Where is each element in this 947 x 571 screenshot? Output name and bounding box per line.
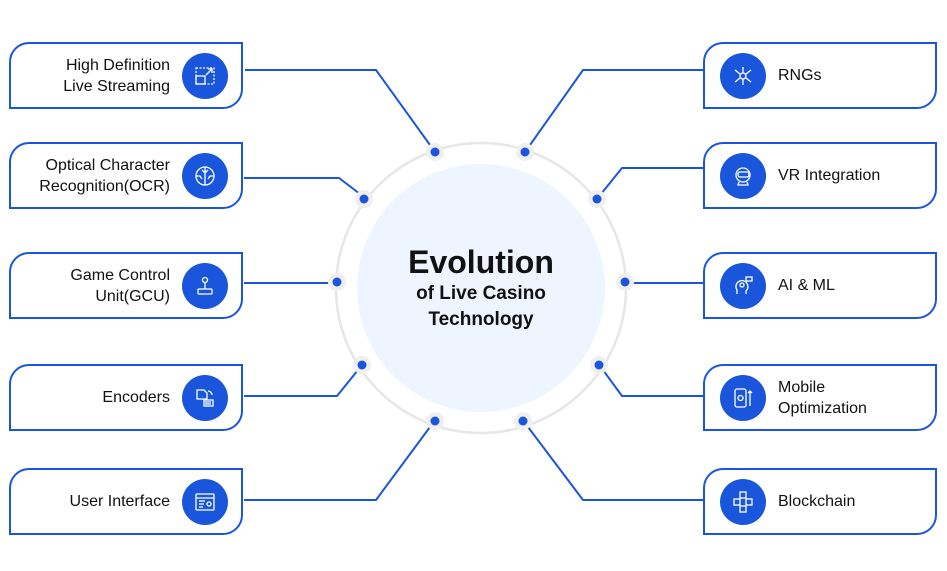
ocr-scan-icon — [182, 152, 228, 199]
center-heading: Evolution — [408, 244, 554, 280]
mobile-gear-icon — [720, 374, 766, 421]
node-hd-live-streaming: High Definition Live Streaming — [9, 42, 243, 109]
node-label: Mobile Optimization — [778, 378, 867, 417]
node-gcu: Game Control Unit(GCU) — [9, 252, 243, 319]
node-blockchain: Blockchain — [703, 468, 937, 535]
ring-node-dot — [620, 277, 630, 287]
connector-right-1 — [529, 69, 703, 146]
user-interface-icon — [182, 478, 228, 525]
connector-right-5 — [527, 426, 703, 501]
node-label: AI & ML — [778, 277, 835, 294]
ring-node-dot — [359, 194, 369, 204]
ring-node-dot — [430, 147, 440, 157]
node-label: High Definition Live Streaming — [63, 56, 170, 95]
ai-brain-icon — [720, 262, 766, 309]
node-mobile-optimization: Mobile Optimization — [703, 364, 937, 431]
connector-left-2 — [244, 177, 361, 195]
vr-headset-icon — [720, 152, 766, 199]
encoder-icon — [182, 374, 228, 421]
node-label: VR Integration — [778, 167, 881, 184]
ring-node-dot — [592, 194, 602, 204]
node-label: Encoders — [102, 389, 170, 406]
rng-network-icon — [720, 52, 766, 99]
connector-left-1 — [245, 69, 431, 146]
node-ai-ml: AI & ML — [703, 252, 937, 319]
node-label: Blockchain — [778, 493, 856, 510]
ring-node-dot — [594, 360, 604, 370]
streaming-screen-icon — [182, 52, 228, 99]
ring-node-dot — [430, 416, 440, 426]
connector-left-4 — [244, 369, 359, 397]
node-vr-integration: VR Integration — [703, 142, 937, 209]
node-ocr: Optical Character Recognition(OCR) — [9, 142, 243, 209]
connector-left-5 — [244, 426, 431, 501]
node-label: RNGs — [778, 67, 822, 84]
joystick-icon — [182, 262, 228, 309]
connector-right-2 — [600, 167, 703, 195]
node-label: Game Control Unit(GCU) — [70, 266, 170, 305]
center-subtitle-2: Technology — [428, 309, 534, 330]
node-rngs: RNGs — [703, 42, 937, 109]
center-title: Evolution of Live Casino Technology — [357, 164, 605, 412]
node-encoders: Encoders — [9, 364, 243, 431]
center-subtitle-1: of Live Casino — [416, 283, 546, 304]
ring-node-dot — [518, 416, 528, 426]
node-label: Optical Character Recognition(OCR) — [39, 156, 170, 195]
node-label: User Interface — [69, 493, 170, 510]
ring-node-dot — [520, 147, 530, 157]
connector-right-4 — [602, 369, 703, 397]
node-user-interface: User Interface — [9, 468, 243, 535]
ring-node-dot — [332, 277, 342, 287]
ring-node-dot — [357, 360, 367, 370]
blockchain-cubes-icon — [720, 478, 766, 525]
